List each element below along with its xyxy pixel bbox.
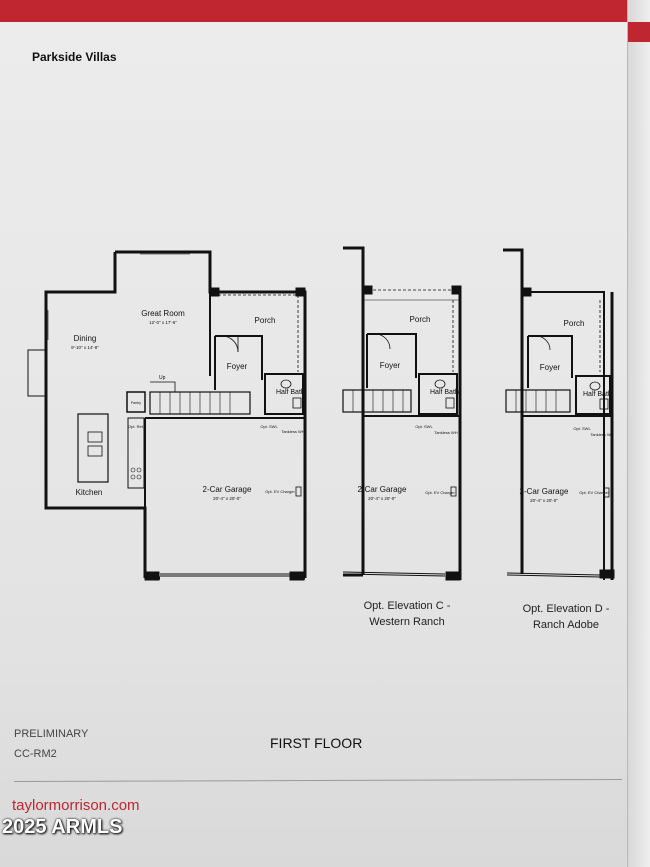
garage-dim: 20'-4" x 20'-0" bbox=[213, 496, 241, 501]
half-bath-label: Half Bath bbox=[276, 389, 305, 396]
dining-dim: 9'-10" x 14'-8" bbox=[71, 345, 99, 350]
elev-d-opt-swl-label: Opt. SWL bbox=[573, 426, 591, 431]
elev-c-ev-label: Opt. EV Charger bbox=[425, 490, 455, 495]
stair-up-label: Up bbox=[159, 375, 166, 381]
dining-label: Dining bbox=[74, 334, 97, 343]
great-room-dim: 12'-0" x 17'-6" bbox=[149, 320, 177, 325]
top-red-band bbox=[0, 0, 640, 22]
elev-c-porch-label: Porch bbox=[410, 315, 431, 324]
elevation-d-caption: Opt. Elevation D - Ranch Adobe bbox=[511, 601, 621, 633]
elev-c-tankless-label: Tankless WH bbox=[434, 430, 457, 435]
opt-ref-label: Opt. Ref. bbox=[128, 424, 144, 429]
next-page-red-tab bbox=[628, 22, 650, 42]
plan-code: CC-RM2 bbox=[14, 748, 57, 760]
elevation-d-plan bbox=[503, 248, 615, 580]
foyer-label: Foyer bbox=[227, 362, 248, 371]
top-band-notch bbox=[0, 22, 650, 30]
elev-c-opt-swl-label: Opt. SWL bbox=[415, 424, 433, 429]
website-link[interactable]: taylormorrison.com bbox=[12, 797, 140, 814]
elev-c-garage-dim: 20'-4" x 20'-0" bbox=[368, 496, 396, 501]
kitchen-label: Kitchen bbox=[76, 488, 103, 497]
elevation-d-caption-line1: Opt. Elevation D - bbox=[522, 603, 610, 615]
copyright-watermark: 2025 ARMLS bbox=[2, 816, 123, 838]
elevation-c-caption-line2: Western Ranch bbox=[369, 616, 445, 628]
porch-label: Porch bbox=[255, 316, 276, 325]
opt-swl-label: Opt. SWL bbox=[260, 424, 278, 429]
garage-label: 2-Car Garage bbox=[203, 485, 252, 494]
tankless-label: Tankless WH bbox=[281, 429, 304, 434]
elev-c-half-bath-label: Half Bath bbox=[430, 389, 459, 396]
elev-d-foyer-label: Foyer bbox=[540, 363, 561, 372]
floor-label: FIRST FLOOR bbox=[270, 735, 363, 751]
great-room-label: Great Room bbox=[141, 309, 185, 318]
next-page-edge bbox=[627, 0, 650, 867]
elevation-c-plan bbox=[342, 246, 462, 581]
elev-d-porch-label: Porch bbox=[564, 319, 585, 328]
elev-d-garage-label: 2-Car Garage bbox=[520, 487, 569, 496]
pantry-label: Pantry bbox=[131, 401, 141, 405]
elevation-c-caption: Opt. Elevation C - Western Ranch bbox=[352, 598, 462, 630]
elev-d-tankless-label: Tankless WH bbox=[590, 432, 613, 437]
community-title: Parkside Villas bbox=[32, 50, 117, 64]
elevation-c-caption-line1: Opt. Elevation C - bbox=[363, 600, 451, 612]
main-floor-plan bbox=[27, 250, 307, 581]
elev-c-garage-label: 2-Car Garage bbox=[358, 485, 407, 494]
ev-charger-label: Opt. EV Charger bbox=[265, 489, 295, 494]
elev-c-foyer-label: Foyer bbox=[380, 361, 401, 370]
elev-d-garage-dim: 20'-4" x 20'-0" bbox=[530, 498, 558, 503]
elev-d-ev-label: Opt. EV Charger bbox=[579, 490, 609, 495]
elev-d-half-bath-label: Half Bath bbox=[583, 391, 612, 398]
elevation-d-caption-line2: Ranch Adobe bbox=[532, 619, 600, 631]
preliminary-label: PRELIMINARY bbox=[14, 728, 89, 740]
